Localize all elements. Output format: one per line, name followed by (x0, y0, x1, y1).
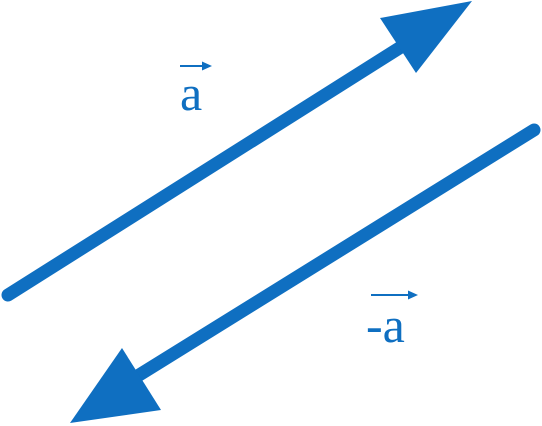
vector-a-overarrow-head (202, 61, 212, 71)
vector-a-label-group: a (180, 61, 212, 121)
vector-neg-a-label: -a (366, 297, 405, 353)
vector-neg-a-arrow (70, 123, 541, 423)
vector-a-arrowhead (380, 1, 472, 73)
vector-neg-a-overarrow-head (408, 290, 418, 300)
vector-a-shaft (1, 28, 427, 302)
vector-neg-a-shaft (108, 123, 541, 397)
vector-neg-a-arrowhead (70, 348, 161, 423)
vector-neg-a-label-group: -a (366, 290, 418, 353)
vector-a-label: a (180, 65, 202, 121)
vector-a-arrow (1, 1, 472, 302)
